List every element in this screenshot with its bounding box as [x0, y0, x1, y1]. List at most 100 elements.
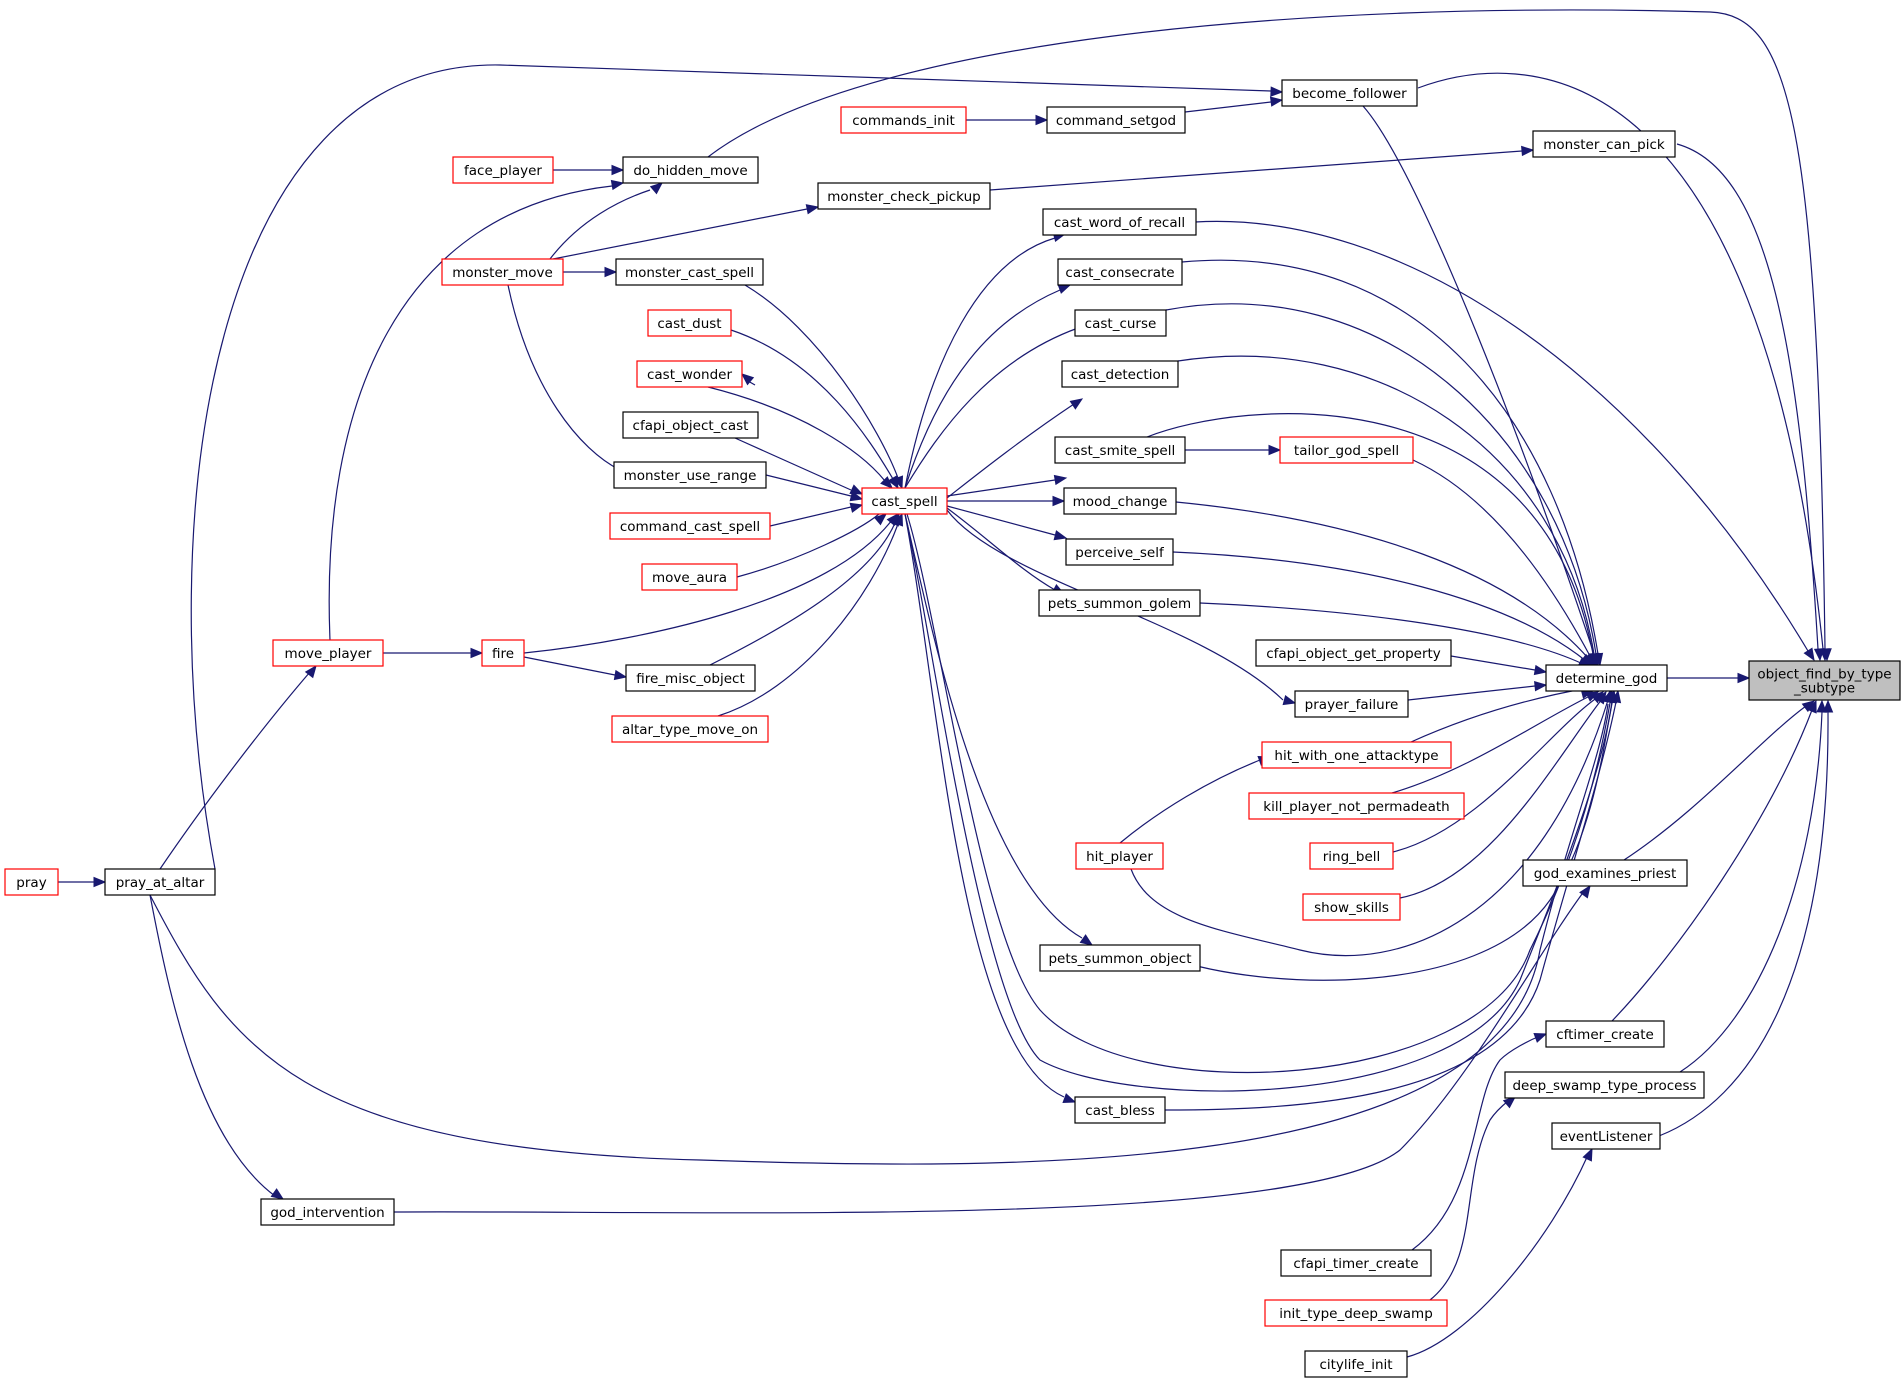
node-deep-swamp-type-process[interactable]: deep_swamp_type_process: [1504, 1071, 1705, 1099]
call-edge: [1169, 689, 1617, 981]
node-label: prayer_failure: [1305, 697, 1399, 713]
node-box: [1545, 664, 1668, 692]
node-god-intervention[interactable]: god_intervention: [260, 1198, 395, 1226]
node-cast-word-of-recall[interactable]: cast_word_of_recall: [1042, 208, 1197, 236]
call-edge: [563, 266, 618, 278]
node-prayer-failure[interactable]: prayer_failure: [1294, 690, 1409, 718]
node-cast-wonder[interactable]: cast_wonder: [636, 360, 743, 388]
node-commands-init[interactable]: commands_init: [840, 106, 967, 134]
node-altar-type-move-on[interactable]: altar_type_move_on: [611, 715, 769, 743]
arrowhead-icon: [1822, 699, 1834, 713]
node-label: god_examines_priest: [1534, 866, 1677, 882]
node-fire[interactable]: fire: [481, 639, 525, 667]
node-cast-consecrate[interactable]: cast_consecrate: [1057, 258, 1183, 286]
node-cfapi-object-cast[interactable]: cfapi_object_cast: [622, 411, 759, 439]
call-edge-line: [904, 289, 1061, 489]
node-label: monster_can_pick: [1543, 137, 1665, 153]
call-edge: [1407, 681, 1548, 701]
node-cast-detection[interactable]: cast_detection: [1061, 360, 1179, 388]
node-monster-move[interactable]: monster_move: [441, 258, 564, 286]
node-cast-spell[interactable]: cast_spell: [861, 487, 948, 515]
arrowhead-icon: [1053, 474, 1068, 486]
node-label: tailor_god_spell: [1294, 443, 1399, 459]
call-edge-line: [904, 237, 1056, 489]
call-edge: [1406, 1147, 1593, 1358]
node-box: [4, 868, 59, 896]
node-fire-misc-object[interactable]: fire_misc_object: [625, 664, 756, 692]
node-monster-cast-spell[interactable]: monster_cast_spell: [615, 258, 764, 286]
call-edge: [904, 513, 1094, 946]
node-box: [622, 156, 759, 184]
node-cast-bless[interactable]: cast_bless: [1074, 1096, 1166, 1124]
node-command-setgod[interactable]: command_setgod: [1046, 106, 1186, 134]
arrowhead-icon: [1269, 96, 1284, 107]
node-eventListener[interactable]: eventListener: [1551, 1122, 1661, 1150]
call-edge-line: [1177, 355, 1595, 655]
call-edge: [1184, 96, 1284, 113]
call-edge-line: [149, 703, 1609, 1165]
call-edge: [740, 373, 756, 386]
node-init-type-deep-swamp[interactable]: init_type_deep_swamp: [1264, 1299, 1448, 1327]
call-edge-line: [717, 523, 899, 717]
arrowhead-icon: [611, 164, 625, 176]
arrowhead-icon: [1057, 283, 1072, 294]
node-monster-use-range[interactable]: monster_use_range: [613, 461, 767, 489]
node-perceive-self[interactable]: perceive_self: [1065, 538, 1174, 566]
node-label: mood_change: [1073, 494, 1168, 510]
call-edge-line: [904, 513, 1083, 939]
node-citylife-init[interactable]: citylife_init: [1304, 1350, 1408, 1378]
node-cast-smite-spell[interactable]: cast_smite_spell: [1054, 436, 1186, 464]
call-edge-line: [1410, 687, 1589, 743]
call-edge-line: [552, 208, 808, 260]
node-cfapi-object-get-property[interactable]: cfapi_object_get_property: [1255, 639, 1452, 667]
node-monster-can-pick[interactable]: monster_can_pick: [1532, 130, 1676, 158]
node-root[interactable]: object_find_by_type_subtype: [1748, 660, 1901, 701]
node-move-player[interactable]: move_player: [272, 639, 384, 667]
arrowhead-icon: [1602, 689, 1614, 704]
node-monster-check-pickup[interactable]: monster_check_pickup: [817, 182, 991, 210]
call-edge: [1679, 699, 1827, 1073]
node-determine-god[interactable]: determine_god: [1545, 664, 1668, 692]
call-edge: [1411, 1032, 1548, 1251]
node-god-examines-priest[interactable]: god_examines_priest: [1522, 859, 1688, 887]
call-edge: [1450, 655, 1548, 676]
node-tailor-god-spell[interactable]: tailor_god_spell: [1279, 436, 1414, 464]
node-become-follower[interactable]: become_follower: [1281, 79, 1418, 107]
call-edge-line: [1611, 709, 1813, 1022]
node-show-skills[interactable]: show_skills: [1302, 893, 1401, 921]
node-box: [1748, 660, 1901, 701]
arrowhead-icon: [649, 182, 664, 195]
node-cast-dust[interactable]: cast_dust: [647, 309, 732, 337]
call-edge: [1194, 220, 1815, 662]
node-cfapi-timer-create[interactable]: cfapi_timer_create: [1280, 1249, 1432, 1277]
arrowhead-icon: [610, 179, 625, 191]
call-edge-line: [946, 507, 1056, 591]
call-edge: [549, 182, 664, 260]
node-ring-bell[interactable]: ring_bell: [1309, 842, 1394, 870]
call-edge-line: [709, 522, 896, 666]
node-box: [622, 411, 759, 439]
node-pray-at-altar[interactable]: pray_at_altar: [104, 868, 216, 896]
call-edge: [1417, 72, 1830, 662]
node-label: hit_with_one_attacktype: [1274, 748, 1438, 764]
node-pets-summon-object[interactable]: pets_summon_object: [1039, 944, 1201, 972]
node-hit-player[interactable]: hit_player: [1075, 842, 1164, 870]
node-face-player[interactable]: face_player: [452, 156, 554, 184]
node-mood-change[interactable]: mood_change: [1063, 487, 1177, 515]
call-edge-line: [1362, 105, 1595, 655]
node-label: god_intervention: [270, 1205, 384, 1221]
call-edge: [736, 513, 888, 578]
node-hit-with-one-attacktype[interactable]: hit_with_one_attacktype: [1261, 741, 1452, 769]
call-edge: [769, 502, 864, 527]
call-edge-line: [1623, 705, 1807, 861]
node-box: [1302, 893, 1401, 921]
node-label: cast_consecrate: [1065, 265, 1174, 281]
node-command-cast-spell[interactable]: command_cast_spell: [609, 512, 771, 540]
node-move-aura[interactable]: move_aura: [641, 563, 738, 591]
node-kill-player-not-permadeath[interactable]: kill_player_not_permadeath: [1248, 792, 1465, 820]
node-pets-summon-golem[interactable]: pets_summon_golem: [1038, 589, 1201, 617]
node-pray[interactable]: pray: [4, 868, 59, 896]
node-cftimer-create[interactable]: cftimer_create: [1545, 1020, 1665, 1048]
node-cast-curse[interactable]: cast_curse: [1074, 309, 1167, 337]
node-do-hidden-move[interactable]: do_hidden_move: [622, 156, 759, 184]
